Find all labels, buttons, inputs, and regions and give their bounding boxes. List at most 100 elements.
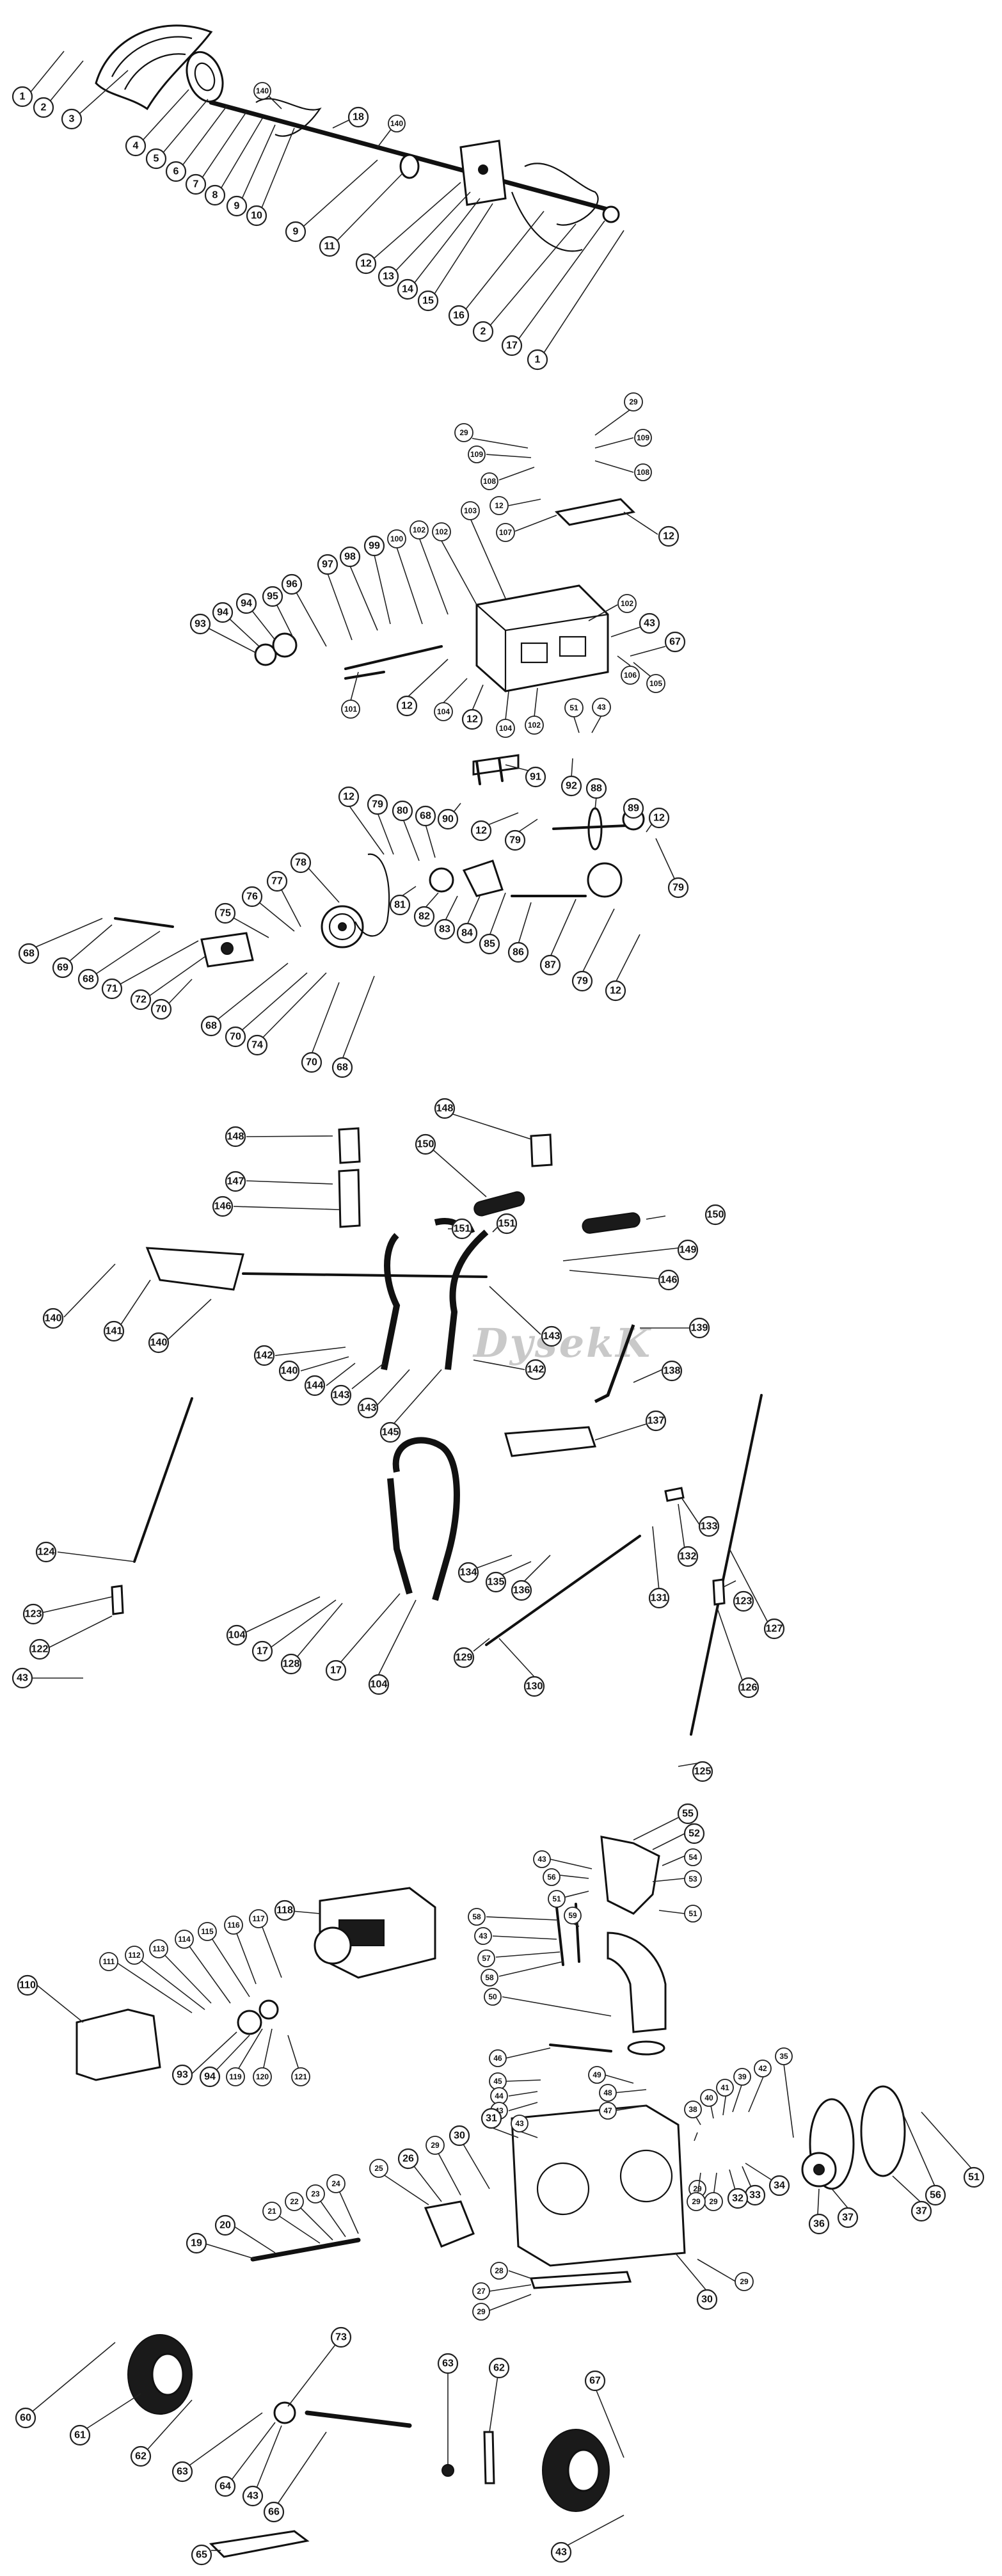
chute-pin [549, 2044, 612, 2052]
callout: 142 [253, 1345, 346, 1366]
skid-shoe [424, 2200, 475, 2248]
callout: 4 [125, 89, 189, 157]
callout: 112 [125, 1946, 205, 2010]
svg-text:69: 69 [57, 963, 68, 973]
callout: 74 [246, 972, 327, 1056]
callout: 66 [263, 2431, 327, 2523]
callout: 46 [489, 2047, 551, 2067]
gearbox-housing [475, 584, 609, 692]
callout: 62 [488, 2357, 510, 2433]
callout: 62 [130, 2399, 193, 2467]
svg-text:145: 145 [382, 1427, 399, 1438]
panel-rod [242, 1272, 488, 1278]
svg-text:120: 120 [256, 2072, 269, 2081]
callout: 105 [633, 662, 665, 693]
callout: 137 [594, 1410, 667, 1441]
callout: 51 [564, 698, 584, 733]
svg-text:52: 52 [688, 1828, 700, 1839]
svg-text:109: 109 [637, 433, 649, 442]
housing-port-right [619, 2149, 673, 2203]
cable-sleeve-2 [712, 1578, 726, 1606]
svg-text:128: 128 [283, 1659, 300, 1670]
svg-text:5: 5 [154, 154, 159, 164]
callout: 108 [481, 467, 535, 490]
callout: 139 [640, 1317, 710, 1339]
callout: 65 [191, 2544, 221, 2566]
wheel-nut [441, 2464, 454, 2477]
callout: 58 [468, 1908, 557, 1926]
svg-text:134: 134 [460, 1567, 477, 1578]
svg-text:104: 104 [437, 707, 450, 716]
callout: 140 [253, 82, 282, 109]
handle-grip-left [473, 1191, 525, 1217]
svg-text:1: 1 [535, 355, 541, 365]
callout: 43 [610, 612, 660, 637]
svg-text:12: 12 [495, 501, 504, 510]
callout: 12 [623, 511, 680, 547]
svg-text:119: 119 [229, 2072, 242, 2081]
svg-text:29: 29 [709, 2197, 718, 2206]
callout: 124 [35, 1541, 135, 1563]
callout: 97 [317, 554, 353, 641]
callout: 32 [727, 2169, 749, 2209]
svg-text:78: 78 [295, 858, 306, 868]
svg-text:43: 43 [17, 1673, 28, 1684]
svg-text:104: 104 [228, 1630, 246, 1641]
gear-medium [272, 632, 298, 658]
svg-text:68: 68 [23, 948, 35, 959]
callout: 102 [588, 594, 637, 621]
callout: 81 [389, 886, 417, 916]
svg-text:142: 142 [256, 1350, 273, 1361]
svg-text:18: 18 [353, 112, 364, 123]
gearbox-window-2 [559, 636, 587, 657]
svg-text:68: 68 [420, 811, 431, 822]
callout: 13 [378, 191, 471, 287]
svg-text:66: 66 [268, 2507, 280, 2518]
section-4-callouts: 148 148 150 147 146 151 151 150 149 146 … [12, 1098, 785, 1782]
auger-gear-inner [194, 62, 216, 92]
callout: 52 [652, 1823, 705, 1850]
svg-text:17: 17 [506, 340, 518, 351]
callout: 17 [501, 220, 605, 356]
svg-text:25: 25 [374, 2164, 383, 2173]
callout: 135 [485, 1561, 532, 1593]
auger-blade-left [95, 24, 213, 111]
callout: 43 [591, 698, 611, 733]
callout: 94 [199, 2035, 250, 2088]
callout: 79 [504, 819, 538, 851]
callout: 90 [437, 803, 461, 830]
shift-lever [594, 1324, 635, 1404]
disc-shaft [552, 824, 628, 830]
callout: 109 [468, 445, 532, 463]
svg-text:107: 107 [499, 528, 512, 537]
callout: 20 [214, 2214, 276, 2253]
skid-plate [209, 2530, 310, 2558]
shift-lever-leg [475, 760, 481, 785]
svg-text:124: 124 [38, 1547, 55, 1558]
engine-housing-assembly [76, 1836, 906, 2289]
callout: 12 [338, 786, 385, 855]
svg-text:27: 27 [477, 2287, 486, 2296]
callout: 122 [29, 1615, 113, 1660]
callout: 148 [434, 1098, 532, 1140]
svg-text:12: 12 [401, 701, 413, 712]
svg-text:68: 68 [83, 974, 94, 985]
callout: 140 [278, 1356, 349, 1382]
svg-text:20: 20 [219, 2220, 231, 2231]
svg-text:67: 67 [669, 637, 681, 648]
svg-text:117: 117 [252, 1914, 265, 1923]
callout: 41 [716, 2079, 734, 2116]
svg-text:109: 109 [470, 450, 483, 459]
callout: 40 [700, 2089, 718, 2119]
svg-text:2: 2 [481, 326, 486, 337]
svg-text:56: 56 [547, 1873, 556, 1882]
callout: 140 [42, 1263, 116, 1329]
callout: 125 [678, 1761, 713, 1782]
svg-text:139: 139 [691, 1323, 708, 1334]
callout: 68 [77, 931, 161, 990]
svg-text:50: 50 [488, 1992, 497, 2001]
svg-text:79: 79 [577, 976, 588, 987]
svg-text:129: 129 [456, 1652, 473, 1663]
svg-text:71: 71 [106, 984, 118, 995]
handle-upper-left [381, 1233, 401, 1370]
